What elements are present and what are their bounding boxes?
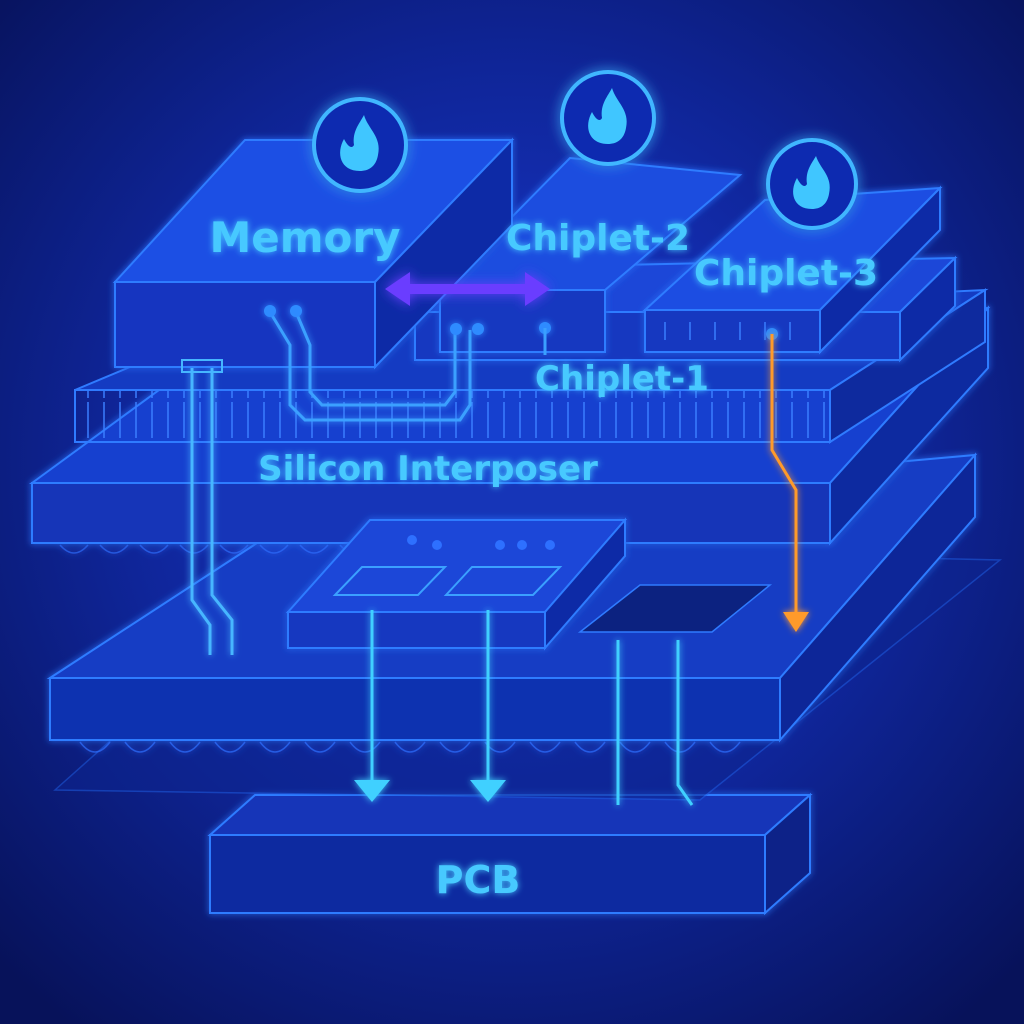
chiplet-2-label: Chiplet-2 [506,218,690,259]
flame-icon [312,97,408,193]
tsv-left [190,368,234,655]
flame-icon [766,138,858,230]
interconnect-arrow [385,272,550,306]
chiplet-3-label: Chiplet-3 [694,253,878,294]
tsv-pad [181,359,223,373]
secondary-die [577,584,773,633]
flame-icon [560,70,656,166]
chiplet-3-die [642,185,943,355]
controller-die [285,517,628,651]
chiplet-2-die [437,156,743,353]
interposer-traces [268,311,472,422]
interposer-label: Silicon Interposer [258,449,598,489]
trace-pads [264,305,778,340]
pcb-label: PCB [436,858,521,902]
pcb-arrows [354,610,694,806]
orange-path [770,334,809,632]
memory-label: Memory [210,213,401,262]
pcb-board [207,792,813,916]
chiplet-1-label: Chiplet-1 [535,359,709,399]
memory-die [112,137,515,370]
